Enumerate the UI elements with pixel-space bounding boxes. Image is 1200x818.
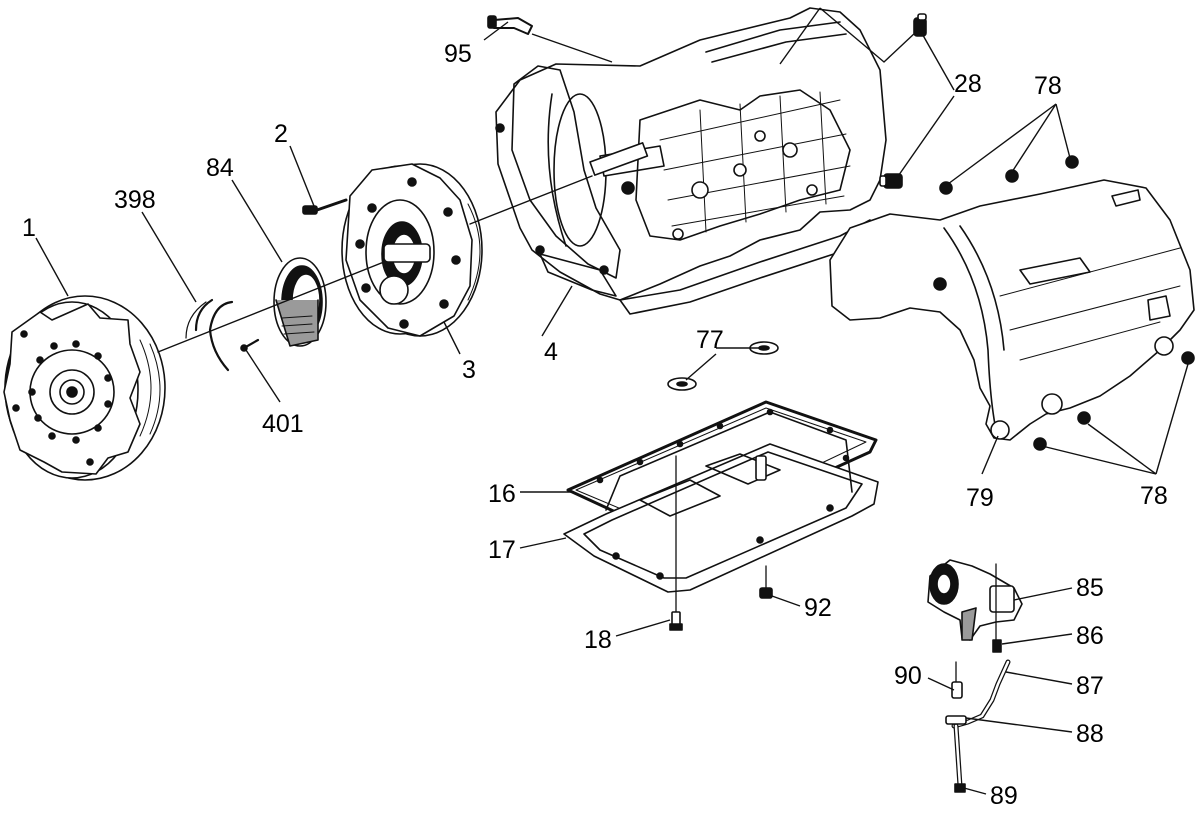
tube-bolt bbox=[953, 723, 966, 793]
clip-2 bbox=[1005, 169, 1019, 183]
callout-3: 3 bbox=[462, 356, 476, 384]
callout-87: 87 bbox=[1076, 672, 1104, 700]
callout-95: 95 bbox=[444, 40, 472, 68]
oil-pan bbox=[563, 411, 879, 593]
callout-18: 18 bbox=[584, 626, 612, 654]
callout-77: 77 bbox=[696, 326, 724, 354]
callout-labels: 1 398 84 2 401 3 95 4 28 78 77 16 17 18 … bbox=[22, 40, 1168, 810]
callout-401: 401 bbox=[262, 410, 304, 438]
callout-85: 85 bbox=[1076, 574, 1104, 602]
filter-housing bbox=[927, 559, 1023, 641]
callout-92: 92 bbox=[804, 594, 832, 622]
drain-plug bbox=[759, 565, 773, 599]
washer-lower bbox=[667, 377, 697, 391]
pump-bolt bbox=[302, 198, 348, 215]
clip-6 bbox=[1033, 437, 1047, 451]
callout-398: 398 bbox=[114, 186, 156, 214]
washer-upper bbox=[749, 341, 779, 355]
callout-78-top: 78 bbox=[1034, 72, 1062, 100]
clip-3 bbox=[1065, 155, 1079, 169]
heat-shield bbox=[829, 179, 1195, 441]
transmission-case bbox=[495, 7, 887, 315]
torque-converter bbox=[3, 295, 166, 481]
callout-78-bottom: 78 bbox=[1140, 482, 1168, 510]
oil-pump bbox=[341, 163, 483, 337]
clip-1 bbox=[939, 181, 953, 195]
pin bbox=[240, 338, 260, 352]
callout-17: 17 bbox=[488, 536, 516, 564]
callout-28: 28 bbox=[954, 70, 982, 98]
callout-89: 89 bbox=[990, 782, 1018, 810]
callout-86: 86 bbox=[1076, 622, 1104, 650]
housing-bolt bbox=[992, 639, 1002, 653]
clip-5 bbox=[1077, 411, 1091, 425]
callout-16: 16 bbox=[488, 480, 516, 508]
snap-ring bbox=[185, 298, 234, 372]
callout-4: 4 bbox=[544, 338, 558, 366]
callout-84: 84 bbox=[206, 154, 234, 182]
bracket-stud bbox=[951, 661, 963, 699]
pan-bolt bbox=[669, 455, 683, 631]
clip-4 bbox=[1181, 351, 1195, 365]
callout-88: 88 bbox=[1076, 720, 1104, 748]
input-shaft-axis bbox=[157, 142, 649, 353]
pump-seal bbox=[273, 257, 327, 347]
plug-upper bbox=[913, 13, 927, 37]
callout-79: 79 bbox=[966, 484, 994, 512]
leader-lines bbox=[35, 7, 1189, 795]
callout-90: 90 bbox=[894, 662, 922, 690]
callout-2: 2 bbox=[274, 120, 288, 148]
tube-bracket bbox=[945, 715, 967, 725]
vent-hose bbox=[487, 15, 533, 35]
callout-1: 1 bbox=[22, 214, 36, 242]
